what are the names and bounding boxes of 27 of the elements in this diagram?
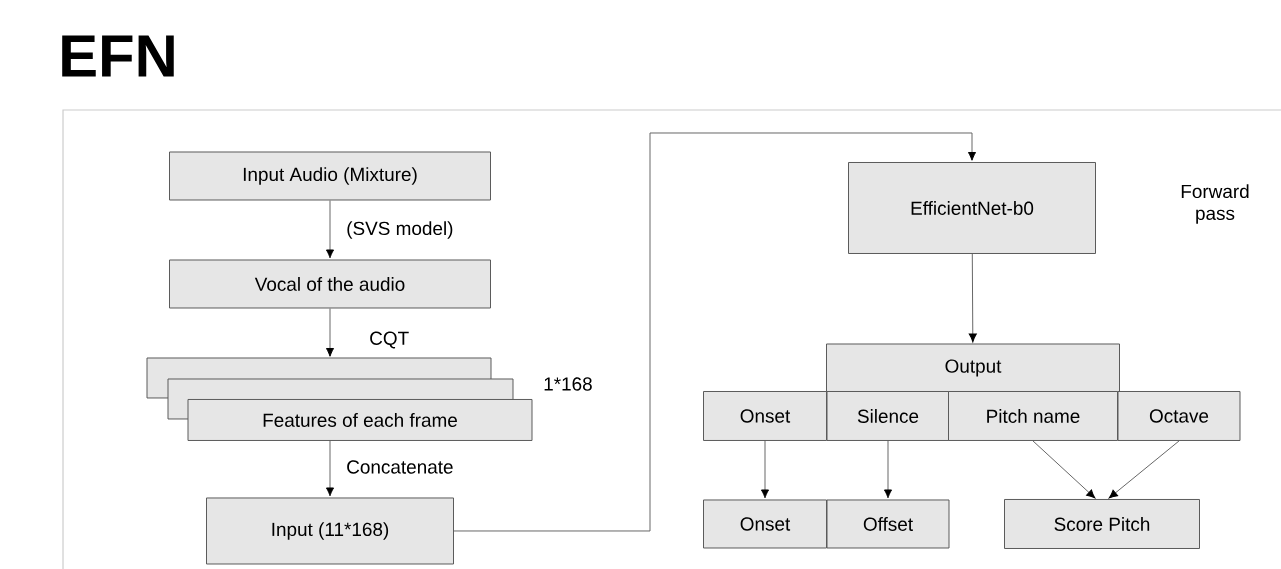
dimension-label: 1*168: [544, 377, 592, 391]
edge-label: CQT: [368, 330, 411, 350]
arrow: [1108, 440, 1180, 499]
process-box: Pitch name: [948, 391, 1118, 441]
process-box: Input (11*168): [206, 497, 454, 565]
process-box: Score Pitch: [1004, 499, 1200, 549]
title: EFN: [62, 35, 174, 77]
arrow: [325, 200, 335, 259]
arrow: [1032, 440, 1096, 499]
arrow: [968, 253, 977, 343]
arrow: [883, 440, 893, 499]
process-box: Octave: [1117, 391, 1241, 441]
process-box: Silence: [826, 391, 950, 441]
process-box: Vocal of the audio: [169, 259, 491, 309]
arrow: [453, 132, 977, 532]
process-box: EfficientNet-b0: [848, 162, 1096, 254]
arrow: [760, 440, 770, 499]
process-box: Input Audio (Mixture): [169, 151, 491, 201]
process-box: Onset: [703, 391, 827, 441]
note-text: Forward pass: [1181, 184, 1249, 224]
process-box: Onset: [703, 499, 827, 549]
process-box: Offset: [826, 499, 950, 549]
stacked-boxes: Features of each frame: [146, 357, 533, 441]
arrow: [325, 440, 335, 497]
arrow: [325, 308, 335, 357]
edge-label: (SVS model): [345, 220, 455, 240]
edge-label: Concatenate: [345, 459, 455, 475]
